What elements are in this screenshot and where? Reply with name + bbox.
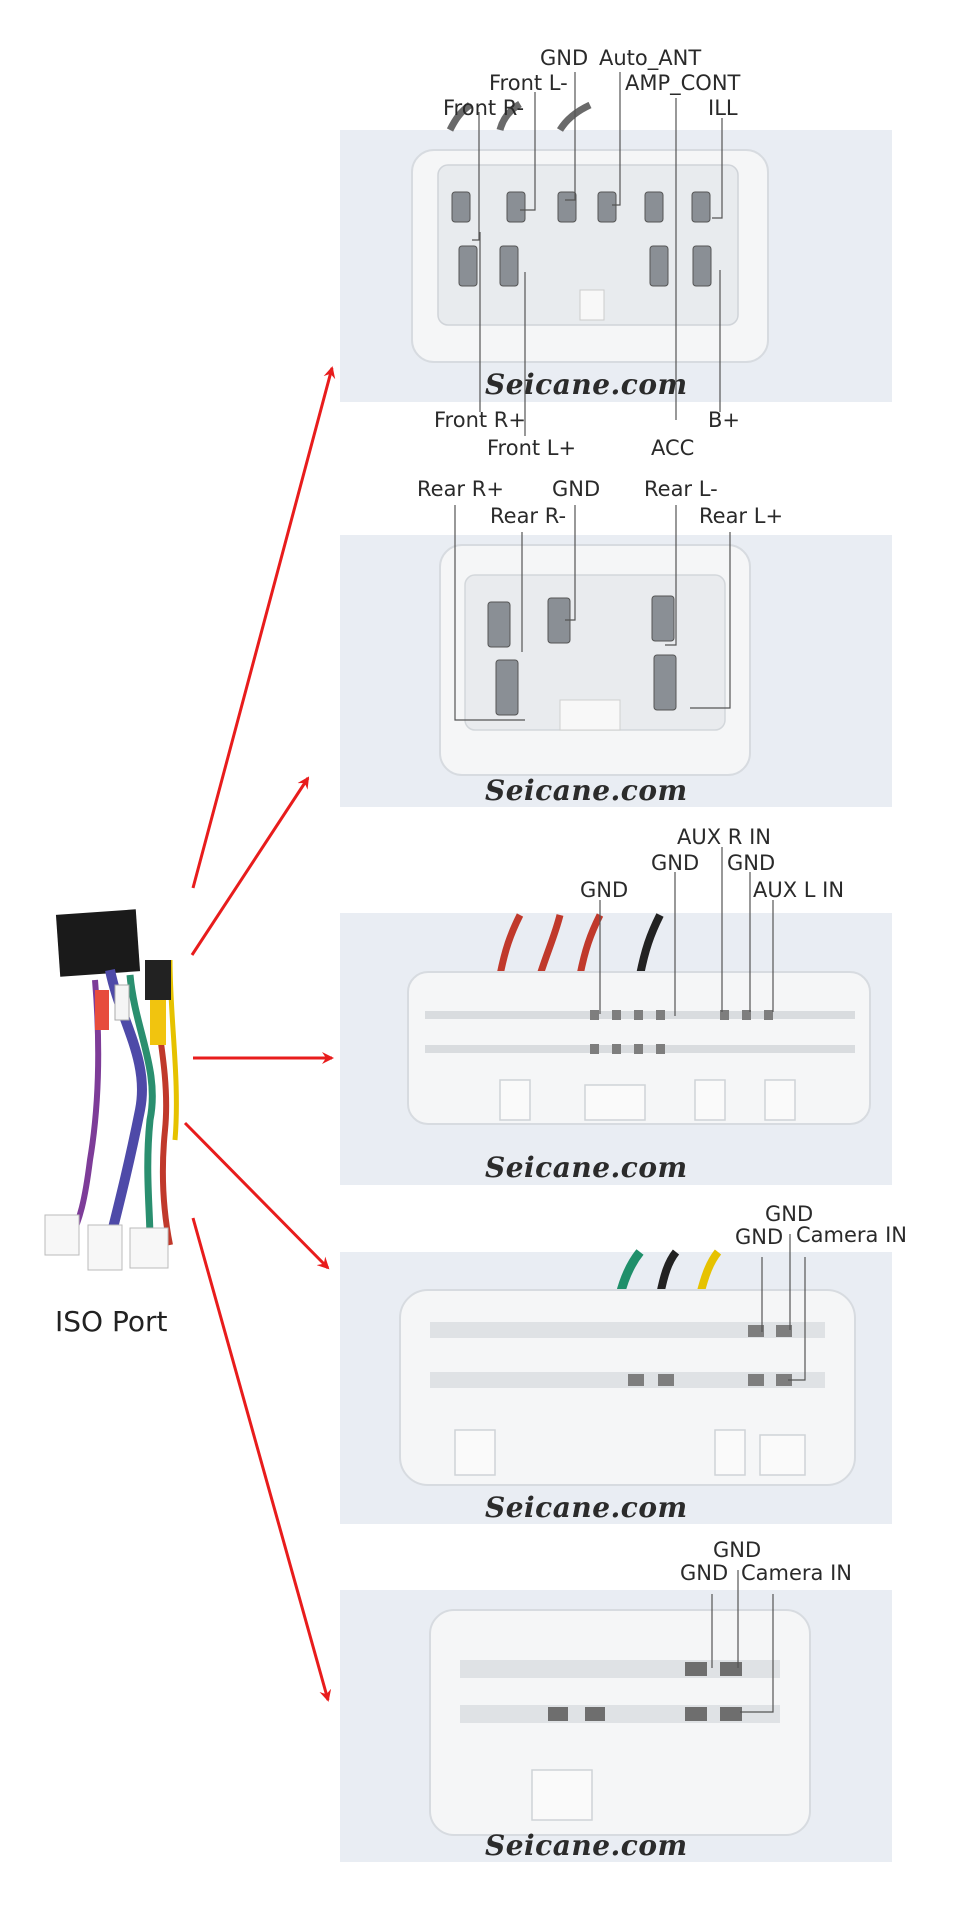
watermark: Seicane.com [485,1151,688,1184]
label-front-l-plus: Front L+ [487,436,577,460]
arrow-to-connector-4 [183,1121,330,1270]
watermark: Seicane.com [485,1491,688,1524]
label-gnd: GND [735,1225,784,1249]
label-aux-r-in: AUX R IN [677,825,771,849]
label-rear-r-plus: Rear R+ [417,477,504,501]
iso-port-label: ISO Port [55,1305,168,1338]
label-rear-r-minus: Rear R- [490,504,567,528]
arrow-to-connector-2 [190,776,310,956]
label-camera-in: Camera IN [796,1223,907,1247]
connector-3-photo: Seicane.com [340,913,892,1185]
label-b-plus: B+ [708,408,741,432]
watermark: Seicane.com [485,1829,688,1862]
connector-4-photo: Seicane.com [340,1249,892,1524]
label-gnd: GND [540,46,589,70]
label-rear-l-minus: Rear L- [644,477,718,501]
label-camera-in: Camera IN [741,1561,852,1585]
watermark: Seicane.com [485,774,688,807]
arrow-to-connector-5 [191,1217,332,1702]
connector-5-photo: Seicane.com [340,1590,892,1862]
label-gnd: GND [727,851,776,875]
connector-1-photo: Seicane.com [340,100,892,402]
pointer-arrows [183,366,336,1702]
label-front-r-minus: Front R- [443,96,525,120]
label-gnd: GND [765,1202,814,1226]
label-acc: ACC [651,436,695,460]
label-auto-ant: Auto_ANT [599,46,702,70]
iso-harness-picture [44,909,179,1271]
label-amp-cont: AMP_CONT [625,71,741,95]
label-ill: ILL [708,96,738,120]
leader-lines [454,72,806,1713]
connector-2-photo: Seicane.com [340,535,892,807]
label-front-r-plus: Front R+ [434,408,526,432]
label-gnd: GND [713,1538,762,1562]
label-gnd: GND [651,851,700,875]
watermark: Seicane.com [485,368,688,401]
label-aux-l-in: AUX L IN [753,878,845,902]
label-gnd: GND [580,878,629,902]
label-gnd: GND [680,1561,729,1585]
label-gnd: GND [552,477,601,501]
label-front-l-minus: Front L- [489,71,568,95]
label-rear-l-plus: Rear L+ [699,504,784,528]
arrow-to-connector-1 [191,366,336,889]
